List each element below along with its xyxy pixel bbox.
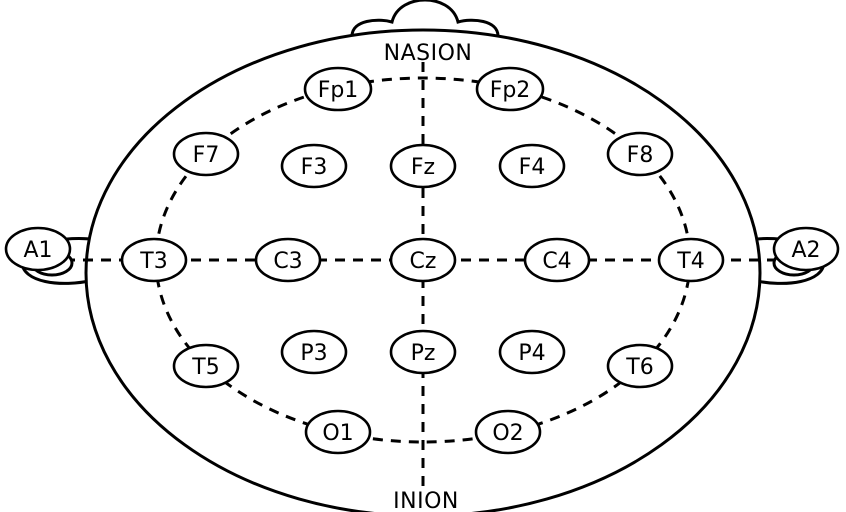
electrode-t3-label: T3 bbox=[139, 249, 167, 274]
electrode-o1: O1 bbox=[304, 409, 372, 455]
nasion-label: NASION bbox=[384, 41, 473, 66]
electrode-f3-label: F3 bbox=[301, 155, 328, 180]
electrode-o1-label: O1 bbox=[322, 421, 353, 446]
electrode-t6: T6 bbox=[606, 343, 674, 389]
electrode-o2-label: O2 bbox=[492, 421, 523, 446]
electrode-p3: P3 bbox=[280, 329, 348, 375]
electrode-pz-label: Pz bbox=[411, 341, 436, 366]
inion-label: INION bbox=[393, 489, 459, 512]
electrode-t5-label: T5 bbox=[191, 355, 219, 380]
electrode-fz: Fz bbox=[389, 143, 457, 189]
electrode-a1-label: A1 bbox=[23, 238, 52, 263]
electrode-t6-label: T6 bbox=[625, 355, 653, 380]
electrode-fp2-label: Fp2 bbox=[490, 78, 531, 103]
electrode-cz-label: Cz bbox=[410, 249, 437, 274]
electrode-p3-label: P3 bbox=[300, 341, 327, 366]
electrode-p4: P4 bbox=[498, 329, 566, 375]
electrode-t5: T5 bbox=[172, 343, 240, 389]
electrode-t3: T3 bbox=[120, 237, 188, 283]
electrode-p4-label: P4 bbox=[518, 341, 545, 366]
electrode-o2: O2 bbox=[474, 409, 542, 455]
electrode-t4-label: T4 bbox=[676, 249, 704, 274]
electrode-fz-label: Fz bbox=[411, 155, 435, 180]
electrode-t4: T4 bbox=[657, 237, 725, 283]
electrode-cz: Cz bbox=[389, 237, 457, 283]
nose-outline bbox=[350, 0, 500, 38]
electrode-a2: A2 bbox=[772, 226, 840, 272]
electrode-fp1: Fp1 bbox=[303, 66, 373, 112]
electrode-c3: C3 bbox=[254, 237, 322, 283]
electrode-c4-label: C4 bbox=[542, 249, 571, 274]
electrode-fp1-label: Fp1 bbox=[318, 78, 359, 103]
electrode-a1: A1 bbox=[4, 226, 72, 272]
electrode-f8: F8 bbox=[606, 131, 674, 177]
electrode-f4: F4 bbox=[498, 143, 566, 189]
electrode-c3-label: C3 bbox=[273, 249, 302, 274]
electrode-f3: F3 bbox=[280, 143, 348, 189]
electrode-c4: C4 bbox=[523, 237, 591, 283]
electrode-f4-label: F4 bbox=[519, 155, 546, 180]
electrode-pz: Pz bbox=[389, 329, 457, 375]
electrode-fp2: Fp2 bbox=[475, 66, 545, 112]
electrode-f8-label: F8 bbox=[627, 143, 654, 168]
electrode-a2-label: A2 bbox=[791, 238, 820, 263]
electrode-f7-label: F7 bbox=[193, 143, 220, 168]
electrode-f7: F7 bbox=[172, 131, 240, 177]
